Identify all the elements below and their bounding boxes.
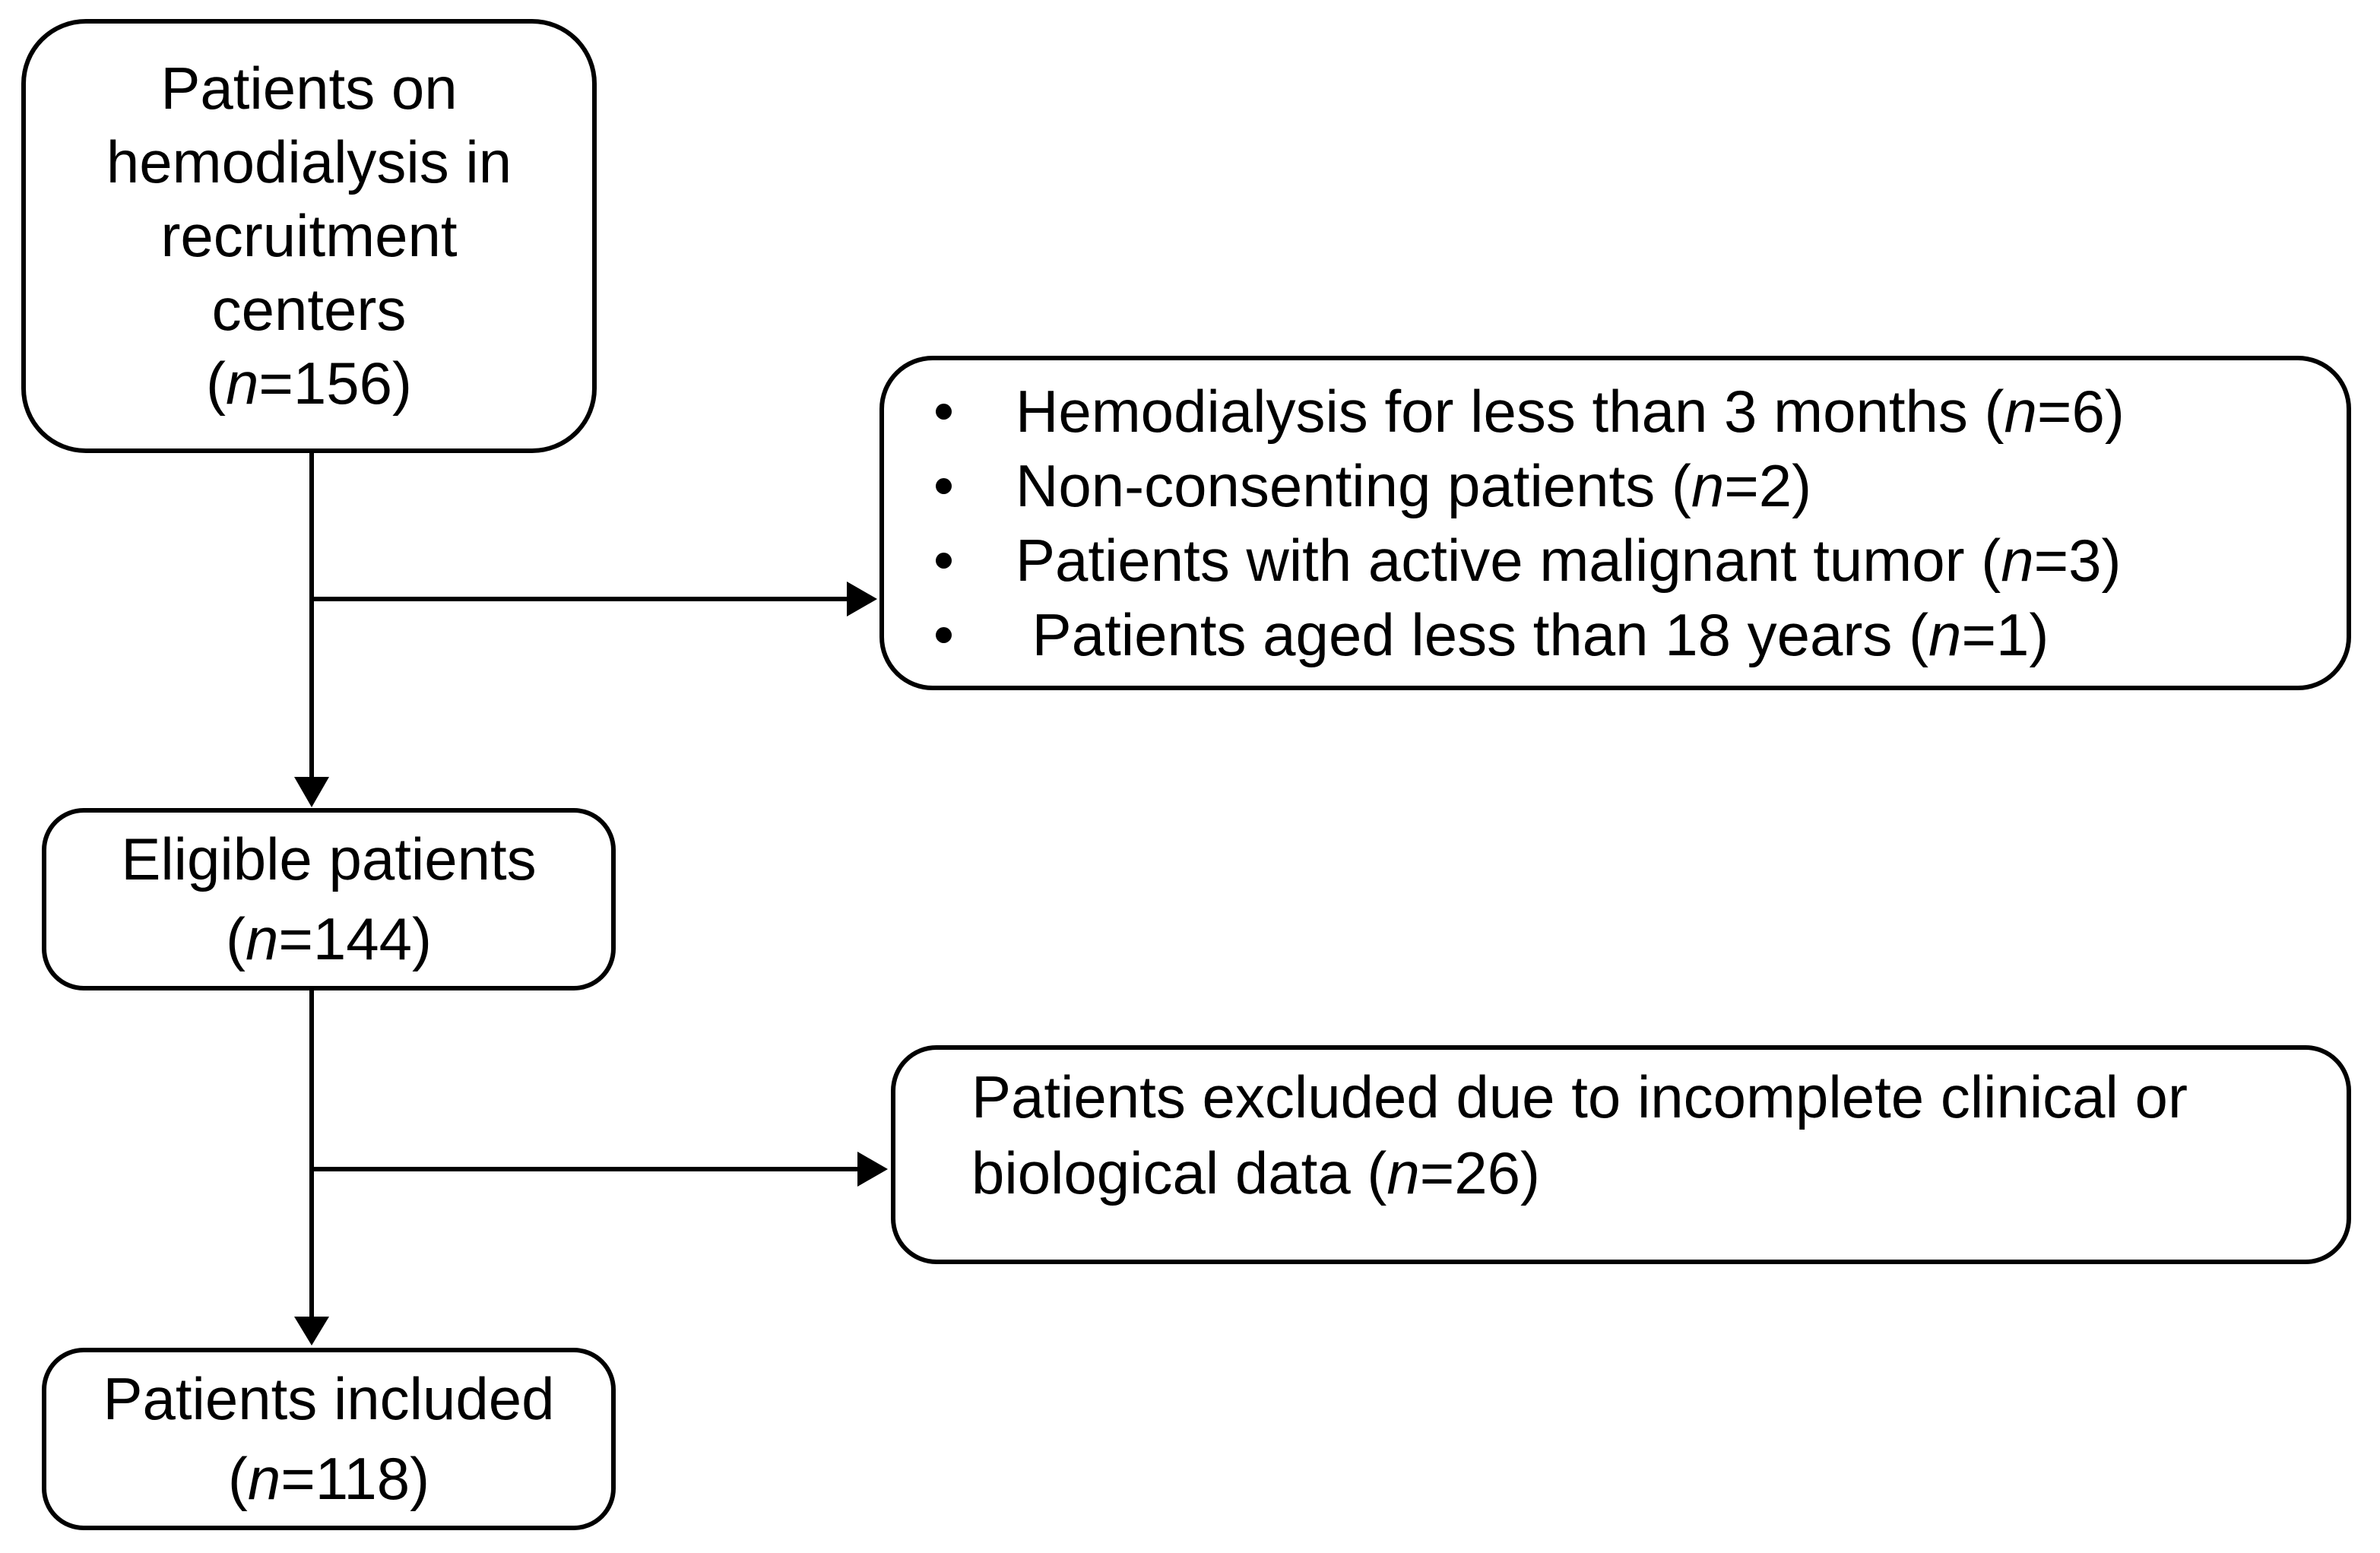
arrow-eligible-to-included: [294, 988, 329, 1345]
text-segment: =2): [1724, 452, 1812, 519]
text-segment: (: [225, 905, 246, 972]
text-segment: centers: [211, 276, 407, 343]
text-line: (n=118): [228, 1439, 429, 1519]
text-segment: Patients aged less than 18 years (: [1016, 601, 1929, 668]
node-patients-included: Patients included (n=118): [42, 1348, 616, 1530]
text-line: (n=156): [206, 347, 412, 420]
text-segment: Non-consenting patients (: [1016, 452, 1691, 519]
text-segment: Hemodialysis for less than 3 months (: [1016, 378, 2004, 445]
node-exclusion-criteria: Hemodialysis for less than 3 months (n=6…: [879, 356, 2351, 690]
text-segment: Patients on: [160, 55, 458, 122]
text-segment: recruitment: [160, 202, 458, 269]
text-line: centers: [212, 273, 407, 347]
bullet-text: Hemodialysis for less than 3 months (n=6…: [1016, 374, 2125, 448]
text-segment: biological data (: [971, 1139, 1387, 1206]
text-segment: Patients included: [103, 1365, 555, 1432]
text-segment: =6): [2036, 378, 2125, 445]
text-segment: Eligible patients: [121, 826, 537, 892]
text-segment: =144): [278, 905, 433, 972]
text-line: Patients excluded due to incomplete clin…: [971, 1059, 2301, 1135]
bullet-icon: [936, 403, 952, 420]
text-segment: hemodialysis in: [106, 128, 512, 195]
text-line: Patients included: [103, 1359, 554, 1439]
text-segment: Patients with active malignant tumor (: [1016, 527, 2001, 594]
text-segment: =1): [1961, 601, 2049, 668]
bullet-icon: [936, 552, 952, 569]
text-segment: Patients excluded due to incomplete clin…: [971, 1063, 2188, 1130]
text-line: biological data (n=26): [971, 1135, 2301, 1211]
bullet-item: Patients with active malignant tumor (n=…: [936, 523, 2347, 597]
text-segment: =26): [1419, 1139, 1541, 1206]
arrow-source-to-eligible: [294, 451, 329, 807]
text-line: recruitment: [160, 199, 457, 273]
bullet-icon: [936, 477, 952, 494]
italic-n: n: [245, 905, 279, 972]
bullet-item: Patients aged less than 18 years (n=1): [936, 597, 2347, 672]
text-line: hemodialysis in: [106, 125, 512, 199]
bullet-item: Hemodialysis for less than 3 months (n=6…: [936, 374, 2347, 448]
text-segment: (: [227, 1445, 248, 1512]
node-excluded-incomplete-data: Patients excluded due to incomplete clin…: [891, 1045, 2351, 1264]
italic-n: n: [2004, 378, 2037, 445]
arrow-source-to-exclusion-criteria: [309, 582, 877, 616]
bullet-item: Non-consenting patients (n=2): [936, 448, 2347, 523]
bullet-text: Patients with active malignant tumor (n=…: [1016, 523, 2122, 597]
italic-n: n: [2001, 527, 2034, 594]
text-segment: (: [205, 350, 226, 417]
italic-n: n: [225, 350, 259, 417]
bullet-text: Patients aged less than 18 years (n=1): [1016, 597, 2049, 672]
text-line: Patients on: [160, 52, 457, 125]
text-segment: =118): [280, 1445, 430, 1512]
italic-n: n: [1928, 601, 1962, 668]
italic-n: n: [1386, 1139, 1420, 1206]
bullet-text: Non-consenting patients (n=2): [1016, 448, 1811, 523]
text-line: (n=144): [226, 899, 432, 979]
node-eligible-patients: Eligible patients (n=144): [42, 808, 616, 990]
text-line: Eligible patients: [121, 819, 536, 899]
text-segment: =156): [258, 350, 413, 417]
text-segment: =3): [2033, 527, 2122, 594]
italic-n: n: [1691, 452, 1725, 519]
bullet-icon: [936, 626, 952, 643]
arrow-eligible-to-excluded-incomplete: [309, 1152, 888, 1187]
italic-n: n: [247, 1445, 281, 1512]
